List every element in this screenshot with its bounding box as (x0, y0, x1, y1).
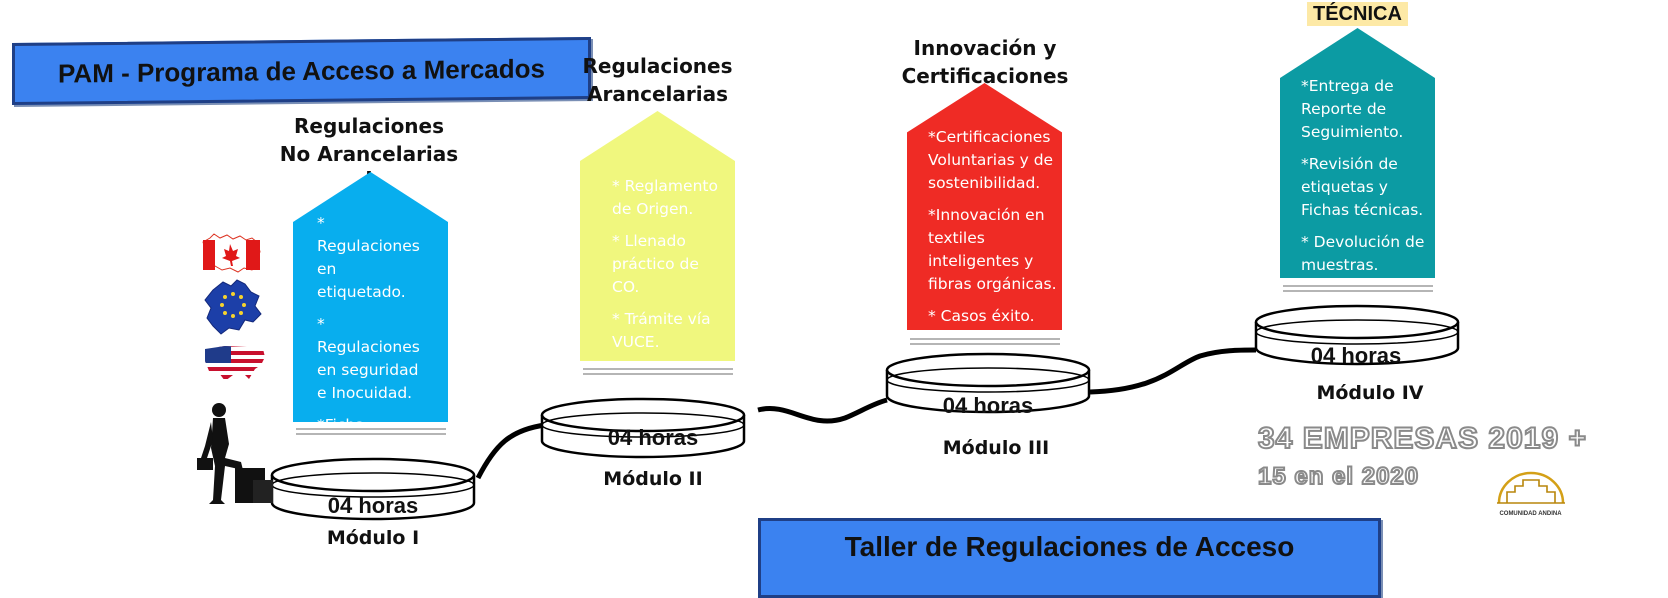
module-2-item: * Llenado práctico de CO. (612, 232, 699, 296)
path-segment-2-3 (757, 397, 888, 424)
module-1-label: Módulo I (326, 527, 420, 549)
module-1-item: *Ficha (317, 414, 429, 422)
module-3-item: *Innovación en textiles inteligentes y f… (928, 206, 1057, 293)
module-1-title-line: No Arancelarias (279, 142, 459, 166)
module-3-item: *Certificaciones Voluntarias y de sosten… (928, 128, 1054, 192)
module-1-item: * Regulaciones en etiquetado. (317, 214, 420, 301)
module-1-title-line: Regulaciones (293, 114, 445, 138)
module-3-item: * Casos éxito. (928, 307, 1035, 325)
module-4-item: *Revisión de etiquetas y Fichas técnicas… (1301, 155, 1424, 219)
module-1-hours: 04 horas (327, 493, 419, 518)
path-segment-3-4 (1089, 347, 1257, 395)
usa-map-flag-icon (205, 346, 265, 381)
module-4-item: *Entrega de Reporte de Seguimiento. (1301, 77, 1404, 141)
module-4-arrow (1280, 28, 1435, 278)
module-2-hours: 04 horas (607, 425, 699, 450)
companies-stat-line-2: 15 en el 2020 (1257, 462, 1420, 491)
module-2-title: Regulaciones Arancelarias (565, 52, 750, 108)
canada-map-flag-icon (202, 233, 261, 273)
companies-stat-line-1: 34 EMPRESAS 2019 + (1257, 421, 1588, 456)
module-2-arrow (580, 111, 735, 361)
path-segment-1-2 (475, 422, 546, 480)
module-2-item: * Reglamento de Origen. (612, 177, 718, 218)
module-4-shelf (1283, 285, 1433, 292)
module-2-item: * Trámite vía VUCE. (612, 310, 711, 351)
module-1-item: * Regulaciones en seguridad e Inocuidad. (317, 315, 420, 402)
logo-text: COMUNIDAD ANDINA (1499, 511, 1562, 517)
module-3-content: *Certificaciones Voluntarias y de sosten… (928, 126, 1058, 337)
module-4-title-line: TÉCNICA (1313, 3, 1402, 25)
module-2-title-line: Arancelarias (587, 82, 728, 106)
module-3-shelf (910, 338, 1060, 345)
module-3-platform (885, 352, 1091, 414)
climbing-person-icon (197, 403, 273, 504)
module-1-arrow (293, 172, 448, 422)
module-3-title-line: Innovación y (913, 36, 1057, 60)
module-3-label: Módulo III (942, 437, 1050, 459)
module-1-platform (270, 457, 476, 521)
module-4-hours: 04 horas (1310, 343, 1402, 368)
module-2-platform (540, 397, 746, 459)
module-2-title-line: Regulaciones (582, 54, 733, 78)
module-4-title: TÉCNICA (1307, 2, 1408, 26)
module-4-content: *Entrega de Reporte de Seguimiento. *Rev… (1301, 75, 1435, 286)
module-4-item: * Devolución de muestras. (1301, 233, 1425, 274)
module-4-platform (1254, 304, 1460, 366)
module-3-hours: 04 horas (942, 393, 1034, 418)
module-3-title: Innovación y Certificaciones (890, 34, 1080, 90)
eu-map-flag-icon (204, 279, 262, 335)
module-2-content: * Reglamento de Origen. * Llenado prácti… (612, 175, 726, 363)
bottom-banner-text: Taller de Regulaciones de Acceso (844, 531, 1295, 562)
module-2-shelf (583, 368, 733, 375)
module-4-label: Módulo IV (1316, 382, 1424, 404)
module-2-label: Módulo II (603, 468, 703, 490)
module-1-content: * Regulaciones en etiquetado. * Regulaci… (317, 212, 429, 422)
comunidad-andina-logo-icon: COMUNIDAD ANDINA (1493, 470, 1568, 517)
module-1-shelf (296, 428, 446, 435)
module-3-arrow (907, 83, 1062, 330)
bottom-banner: Taller de Regulaciones de Acceso (758, 518, 1381, 598)
